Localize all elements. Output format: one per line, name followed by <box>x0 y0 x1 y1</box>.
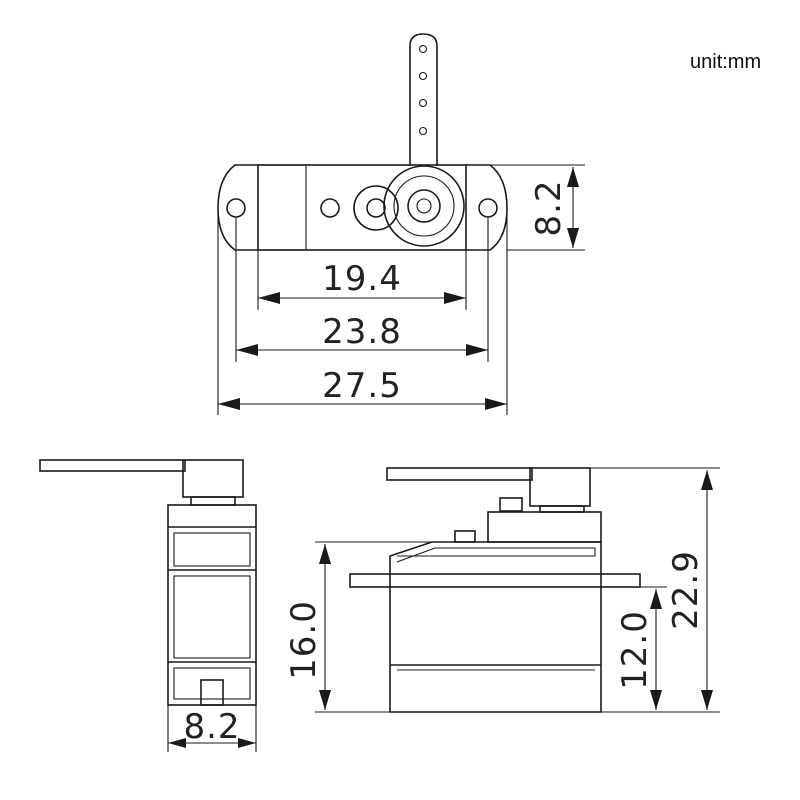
front-chamfer <box>396 547 596 563</box>
arm-hole-1 <box>418 44 428 54</box>
dim-total-height: 22.9 <box>666 550 706 630</box>
right-flange <box>466 164 508 251</box>
side-horn-hub <box>182 459 244 498</box>
dim-top-height: 8.2 <box>529 179 569 236</box>
front-flange <box>349 573 641 588</box>
front-top-cap <box>487 511 602 543</box>
left-flange <box>217 164 258 251</box>
dim-width-overall: 27.5 <box>322 366 402 406</box>
front-body <box>389 541 602 713</box>
front-horn-hub <box>529 467 591 507</box>
gear-inner <box>366 198 386 218</box>
side-top-window <box>173 532 251 567</box>
dim-spacing-holes: 23.8 <box>322 312 402 352</box>
top-view: 8.2 19.4 23.8 27.5 <box>217 33 585 415</box>
front-view: 16.0 12.0 22.9 <box>284 467 720 713</box>
unit-label: unit:mm <box>690 51 761 73</box>
side-bottom-window <box>173 667 251 700</box>
body-screw <box>320 198 340 218</box>
top-body-section <box>257 164 307 251</box>
side-view: 8.2 <box>39 459 257 752</box>
arm-hole-4 <box>418 126 428 136</box>
output-gear-ring <box>393 175 455 237</box>
arm-hole-3 <box>418 98 428 108</box>
side-cable-exit <box>200 679 224 706</box>
output-shaft-core <box>416 198 432 214</box>
mount-hole-left <box>226 198 246 218</box>
arm-hole-2 <box>418 71 428 81</box>
dim-spacing-inner: 19.4 <box>322 259 402 299</box>
dim-body-height: 16.0 <box>284 600 324 680</box>
side-shaft <box>190 496 236 506</box>
side-mid-window <box>173 575 251 659</box>
output-gear-outer <box>383 165 465 247</box>
front-horn-arm <box>386 467 533 481</box>
side-body <box>167 504 257 706</box>
dim-side-width: 8.2 <box>183 707 240 747</box>
front-shaft <box>539 505 585 513</box>
dim-mount-height: 12.0 <box>615 610 655 690</box>
front-nub <box>454 530 476 543</box>
front-shaft-left <box>499 497 523 512</box>
output-shaft <box>407 189 441 223</box>
side-horn-arm <box>39 459 186 472</box>
mount-hole-right <box>478 198 498 218</box>
gear-outer <box>353 185 399 231</box>
servo-arm <box>409 33 438 166</box>
